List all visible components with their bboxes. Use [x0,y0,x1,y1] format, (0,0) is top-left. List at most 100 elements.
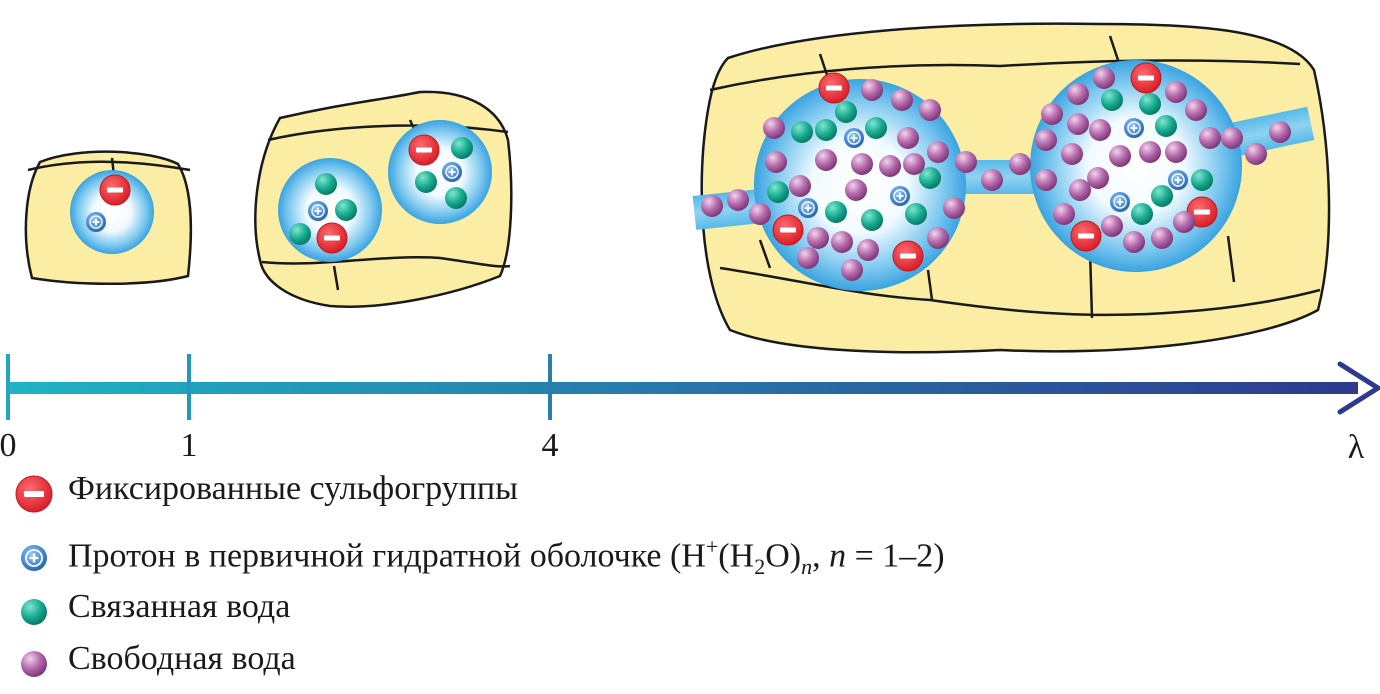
sulfo-group-icon [818,72,850,104]
bound-water-icon [451,137,473,159]
minus-circle-icon [15,475,53,513]
water-cluster [388,120,492,224]
axis-tick [548,354,552,420]
free-water-icon [851,153,873,175]
free-water-icon [1139,141,1161,163]
bound-water-icon [1139,93,1161,115]
free-water-icon [815,149,837,171]
bound-water-icon [791,121,813,143]
legend-proton-mid: (H [718,537,755,575]
bound-water-icon [825,201,847,223]
free-water-icon [1053,203,1075,225]
legend-proton-close: O) [765,537,802,575]
bound-water-icon [1155,115,1177,137]
free-water-icon [1123,231,1145,253]
bound-water-icon [767,181,789,203]
free-water-icon [797,247,819,269]
free-water-icon [1101,215,1123,237]
free-water-icon [903,153,925,175]
free-water-icon [749,203,771,225]
proton-icon [797,197,819,219]
lambda-axis: 0 1 4 λ [0,354,1380,466]
free-water-icon [701,195,723,217]
free-water-icon [763,117,785,139]
free-water-icon [857,239,879,261]
free-water-icon [841,259,863,281]
bound-water-icon [861,209,883,231]
proton-icon [85,211,107,233]
sulfo-group-icon [408,134,440,166]
free-water-icon [1093,67,1115,89]
free-water-icon [1067,113,1089,135]
free-water-icon [1061,143,1083,165]
proton-icon [1167,169,1189,191]
water-cluster [70,170,154,254]
grain-boundary [261,119,511,291]
proton-icon [307,200,329,222]
bound-water-icon [905,203,927,225]
free-water-icon [981,169,1003,191]
sulfo-group-icon [316,222,348,254]
sulfo-group-icon [99,174,131,206]
free-water-icon [955,151,977,173]
axis-arrowhead [1337,361,1380,415]
free-water-icon [1221,127,1243,149]
proton-icon [843,127,865,149]
sulfo-group-icon [892,240,924,272]
bound-water-icon [335,199,357,221]
free-water-icon [845,179,867,201]
free-water-icon [927,227,949,249]
legend-proton-sub2: 2 [754,554,766,580]
free-water-icon [1165,81,1187,103]
proton-icon [1123,117,1145,139]
legend-proton-eq: = 1–2) [846,537,945,575]
free-water-icon [807,227,829,249]
free-water-icon [1185,99,1207,121]
legend-label-proton: Протон в первичной гидратной оболочке (H… [68,534,945,580]
axis-tick-label: 1 [181,427,198,464]
grain-boundary [709,35,1321,319]
axis-tick [6,354,10,420]
proton-icon [441,161,463,183]
free-water-icon [1165,141,1187,163]
bound-water-icon [815,119,837,141]
free-water-icon [1035,129,1057,151]
free-water-icon [919,99,941,121]
bound-water-icon [865,117,887,139]
free-water-icon [891,89,913,111]
bound-water-icon [415,171,437,193]
bound-water-icon [445,187,467,209]
sulfo-group-icon [1130,62,1162,94]
free-water-icon [789,175,811,197]
grain-dry [24,150,193,286]
free-water-icon [1151,227,1173,249]
free-water-icon [1009,153,1031,175]
legend-proton-comma: , [812,537,830,575]
legend-proton-n: n [829,537,847,575]
free-water-icon [879,155,901,177]
free-water-icon [1089,119,1111,141]
purple-dot-icon [21,651,47,677]
proton-icon [1109,191,1131,213]
free-water-icon [861,79,883,101]
free-water-icon [1199,127,1221,149]
grain-hydrated [692,22,1331,354]
legend-label-bound-water: Связанная вода [68,588,291,625]
axis-tick-label: 0 [0,427,17,464]
plus-circle-icon [21,545,47,571]
axis-tick-label: 4 [542,427,559,464]
bound-water-icon [1191,169,1213,191]
legend-proton-subn: n [801,554,813,580]
axis-variable-label: λ [1348,429,1365,466]
free-water-icon [943,197,965,219]
free-water-icon [727,189,749,211]
teal-dot-icon [21,599,47,625]
free-water-icon [765,151,787,173]
legend-proton-sup: + [705,534,719,559]
free-water-icon [1041,103,1063,125]
legend-proton-prefix: Протон в первичной гидратной оболочке (H [68,537,706,575]
bound-water-icon [835,101,857,123]
sulfo-group-icon [772,214,804,246]
bound-water-icon [1131,203,1153,225]
